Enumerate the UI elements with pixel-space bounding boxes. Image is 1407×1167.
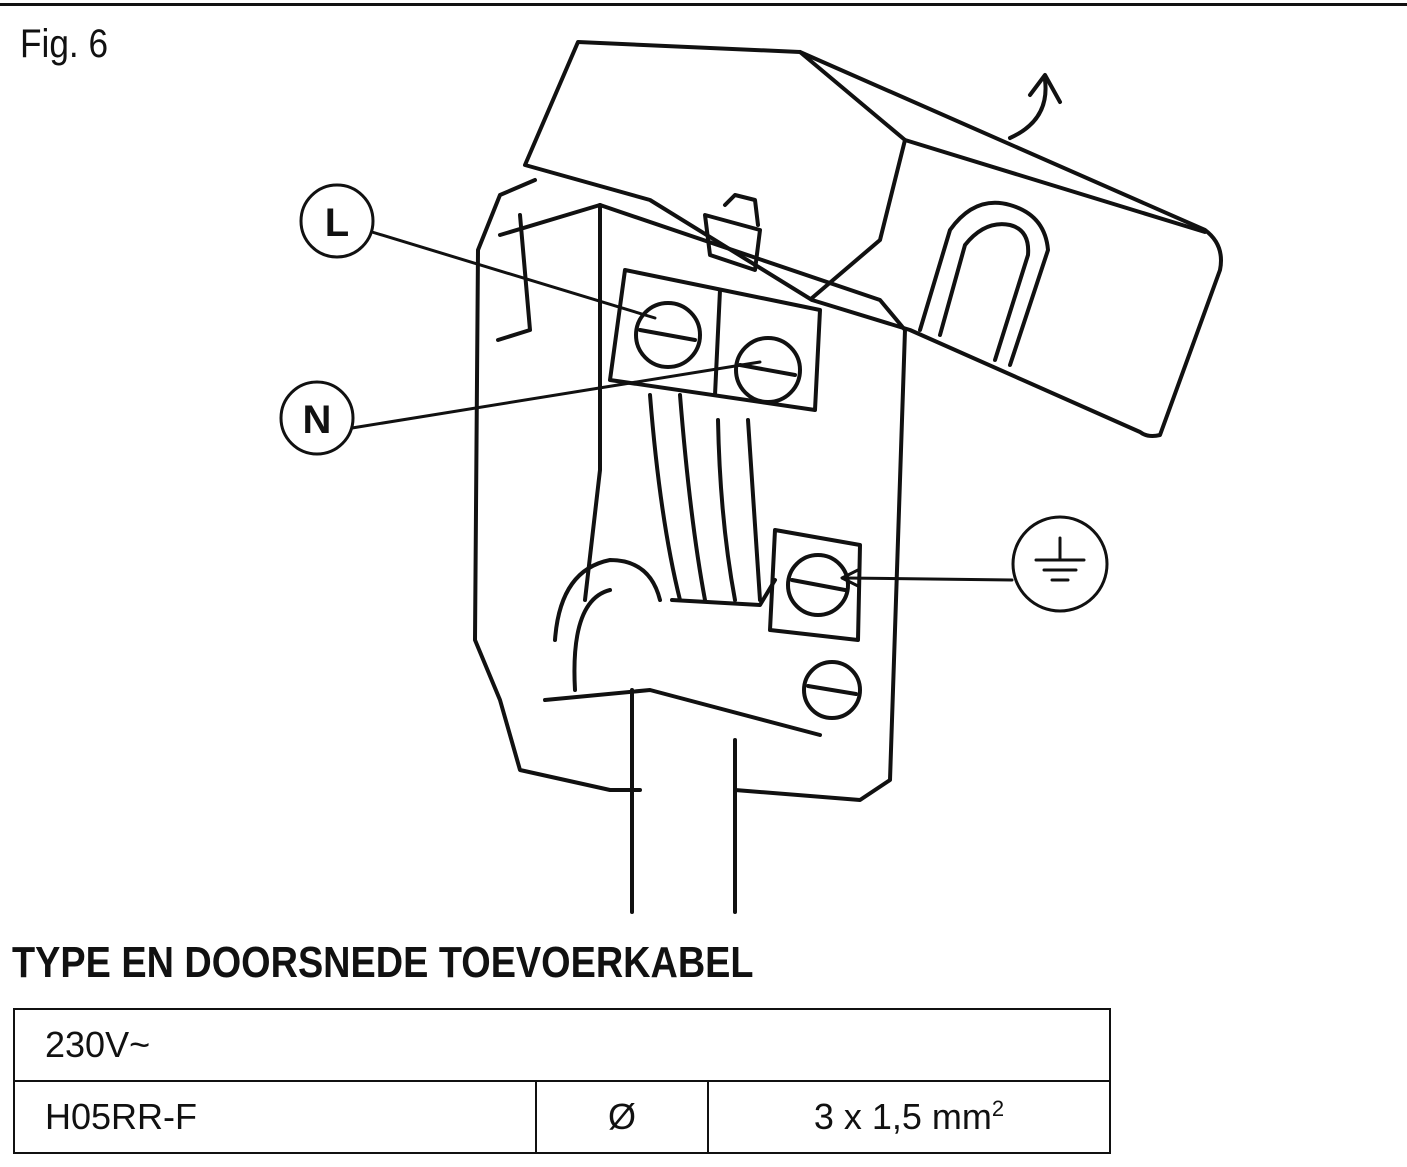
live-label: L: [325, 201, 349, 245]
earth-terminal: [768, 528, 862, 720]
top-rule: [0, 3, 1407, 6]
cross-section-exponent: 2: [991, 1096, 1005, 1121]
figure-label: Fig. 6: [20, 22, 109, 66]
cable-wires: [648, 393, 777, 607]
cable-clamp: [543, 558, 822, 737]
clamp-screw: [802, 660, 862, 720]
cable-spec-table: 230V~ H05RR-F Ø 3 x 1,5 mm2: [13, 1008, 1111, 1154]
plug-body: [473, 178, 907, 802]
leader-lines: [350, 230, 1014, 588]
supply-cable: [630, 688, 737, 914]
plug-cover: [523, 40, 1223, 438]
callout-earth: [1011, 515, 1109, 613]
earth-ground-icon: [1034, 536, 1086, 582]
table-row: H05RR-F Ø 3 x 1,5 mm2: [13, 1080, 1111, 1154]
voltage-cell: 230V~: [13, 1008, 1111, 1082]
table-row: 230V~: [13, 1008, 1111, 1082]
plug-wiring-diagram: L N: [279, 40, 1223, 914]
neutral-terminal-screw: [734, 336, 802, 404]
section-heading: TYPE EN DOORSNEDE TOEVOERKABEL: [12, 938, 754, 987]
cross-section-cell: 3 x 1,5 mm2: [707, 1080, 1111, 1154]
live-terminal-screw: [634, 301, 702, 369]
neutral-label: N: [303, 398, 332, 442]
terminal-block: [608, 268, 822, 412]
cross-section-value: 3 x 1,5 mm: [813, 1096, 992, 1137]
cable-type-cell: H05RR-F: [13, 1080, 537, 1154]
callout-live: L: [299, 183, 375, 259]
callout-neutral: N: [279, 380, 355, 456]
diameter-cell: Ø: [535, 1080, 709, 1154]
